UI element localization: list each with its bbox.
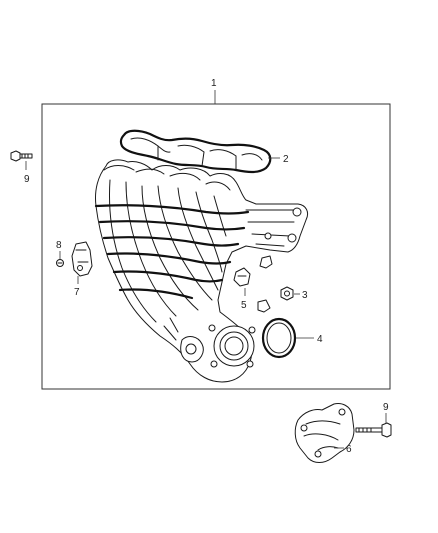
sensor-icon xyxy=(71,241,93,277)
bolt-icon xyxy=(10,150,33,162)
intake-manifold-icon xyxy=(94,159,309,383)
callout-9-bottom: 9 xyxy=(383,402,389,413)
manifold-gasket-icon xyxy=(119,129,272,174)
small-screw-icon xyxy=(56,259,64,267)
callout-5: 5 xyxy=(241,300,247,311)
assembly-frame xyxy=(41,103,391,390)
callout-4: 4 xyxy=(317,334,323,345)
callout-3: 3 xyxy=(302,290,308,301)
callout-8: 8 xyxy=(56,240,62,251)
callout-7: 7 xyxy=(74,287,80,298)
o-ring-seal-icon xyxy=(261,317,297,359)
callout-6: 6 xyxy=(346,444,352,455)
callout-9-top: 9 xyxy=(24,174,30,185)
callout-2: 2 xyxy=(283,154,289,165)
nut-icon xyxy=(280,286,294,301)
callout-1: 1 xyxy=(211,78,217,89)
bolt-icon-bottom xyxy=(355,422,392,438)
clip-icon xyxy=(233,255,273,313)
